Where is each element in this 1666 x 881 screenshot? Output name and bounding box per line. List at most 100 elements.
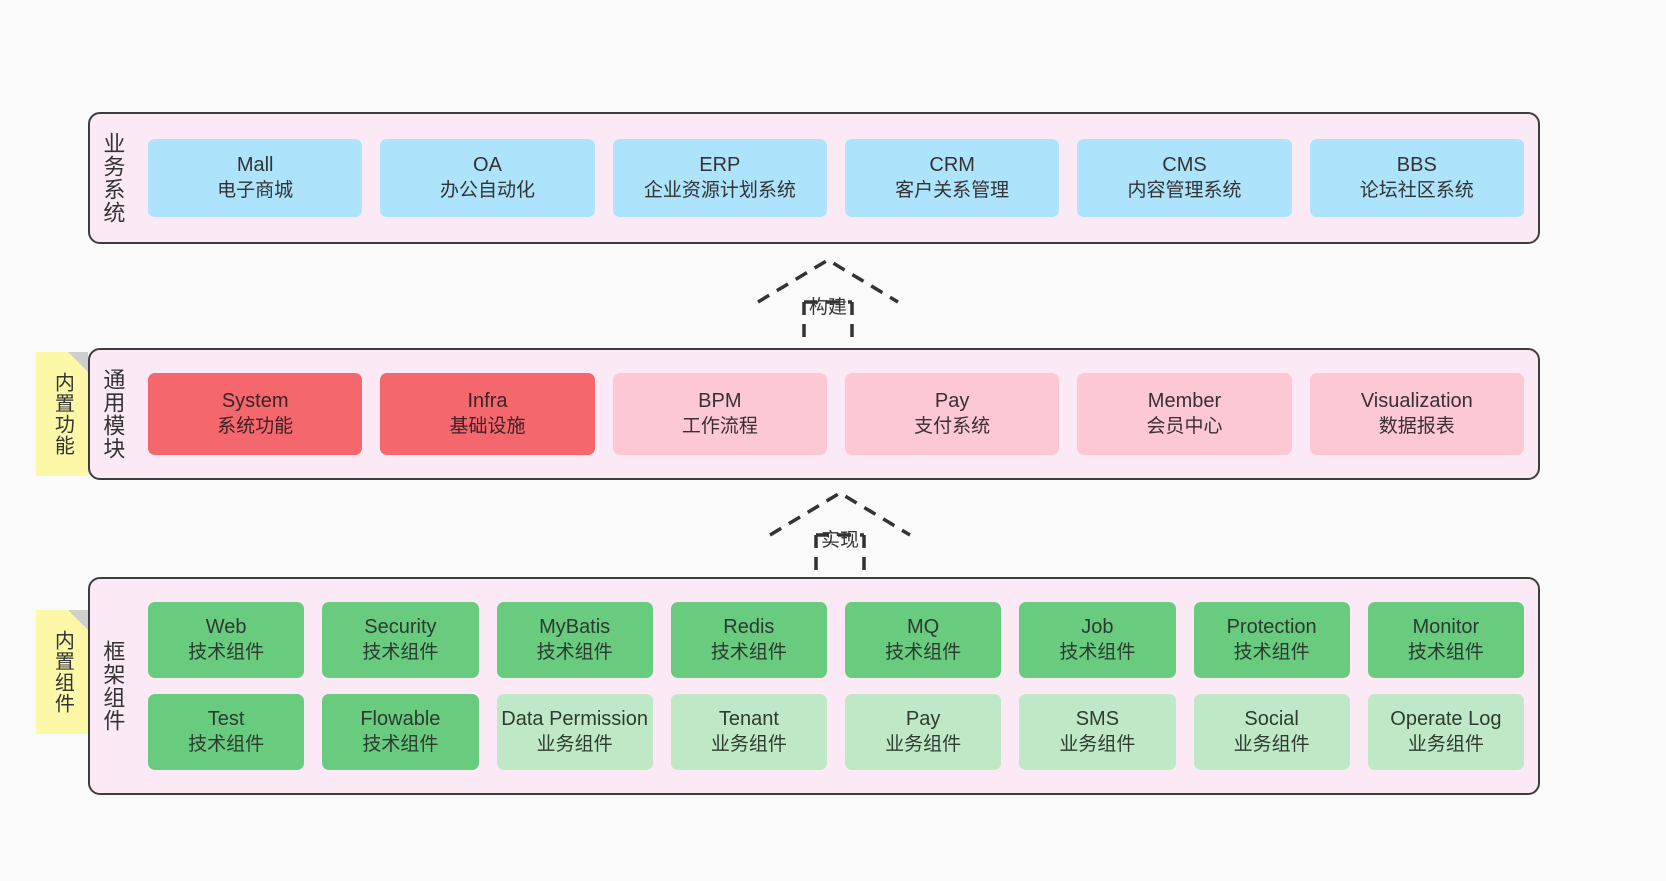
node-subtitle: 系统功能 [217,415,294,437]
node-title: BBS [1396,154,1437,177]
node-title: MyBatis [539,616,611,639]
node-title: Pay [934,390,970,413]
node-subtitle: 业务组件 [536,733,613,755]
node-title: BPM [698,390,742,413]
sticky-note-builtin-components: 内置组件 [36,610,88,734]
layer-label-framework: 框架组件 [100,640,126,732]
layer-label-modules: 通用模块 [100,368,126,460]
node-subtitle: 支付系统 [914,415,991,437]
node-subtitle: 办公自动化 [439,179,535,201]
node-subtitle: 业务组件 [1407,733,1484,755]
arrow-shaft-outline [802,300,854,346]
node-subtitle: 业务组件 [710,733,787,755]
node-title: OA [473,154,502,177]
node-title: Member [1147,390,1222,413]
node-title: ERP [699,154,741,177]
node-title: System [221,390,289,413]
node-subtitle: 技术组件 [1059,641,1136,663]
node-subtitle: 基础设施 [449,415,526,437]
node-title: Test [207,708,245,731]
node-subtitle: 企业资源计划系统 [643,179,796,201]
node-title: Web [205,616,247,639]
node-subtitle: 客户关系管理 [895,179,1010,201]
node-title: Data Permission [501,708,648,731]
node-subtitle: 技术组件 [536,641,613,663]
node-subtitle: 业务组件 [1059,733,1136,755]
arrow-shaft-outline [814,533,866,579]
node-subtitle: 业务组件 [1233,733,1310,755]
node-title: Monitor [1412,616,1480,639]
node-title: SMS [1075,708,1120,731]
node-title: Visualization [1360,390,1473,413]
node-title: Protection [1226,616,1317,639]
node-subtitle: 技术组件 [188,733,265,755]
node-title: Job [1081,616,1114,639]
node-title: MQ [907,616,940,639]
node-subtitle: 数据报表 [1378,415,1455,437]
node-subtitle: 会员中心 [1146,415,1223,437]
node-title: Tenant [718,708,779,731]
arrow-head-outline [769,490,911,537]
node-subtitle: 技术组件 [362,733,439,755]
node-subtitle: 工作流程 [681,415,758,437]
connector-build-arrow: 构建 [748,254,908,346]
arrow-head-outline [757,257,899,304]
node-title: Security [364,616,437,639]
node-subtitle: 技术组件 [1233,641,1310,663]
node-title: CRM [929,154,975,177]
layer-label-business: 业务系统 [100,132,126,224]
node-title: Mall [236,154,274,177]
node-subtitle: 技术组件 [188,641,265,663]
node-title: Infra [467,390,508,413]
node-subtitle: 技术组件 [710,641,787,663]
node-title: Social [1244,708,1299,731]
node-subtitle: 内容管理系统 [1127,179,1242,201]
node-subtitle: 技术组件 [885,641,962,663]
node-subtitle: 技术组件 [362,641,439,663]
connector-implement-arrow: 实现 [760,487,920,579]
node-title: Flowable [360,708,441,731]
node-subtitle: 论坛社区系统 [1359,179,1474,201]
node-title: CMS [1162,154,1207,177]
node-title: Operate Log [1390,708,1502,731]
sticky-note-builtin-functions: 内置功能 [36,352,88,476]
